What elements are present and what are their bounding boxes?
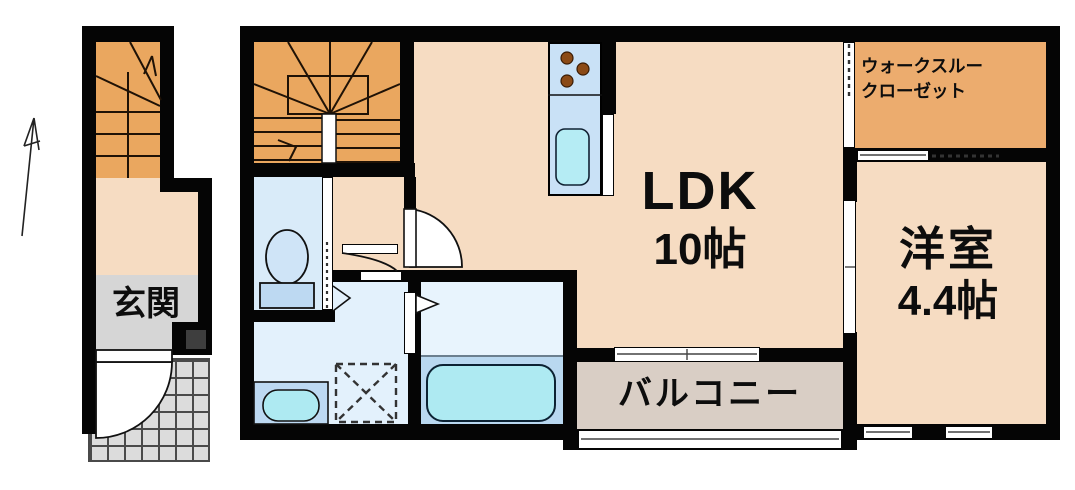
toilet-room xyxy=(254,177,322,310)
wall-kitchen-end xyxy=(602,42,616,114)
balcony-railing xyxy=(577,429,843,450)
bath-door-panel xyxy=(404,292,416,354)
wall-stairs-bottom xyxy=(240,163,415,177)
balcony-label: バルコニー xyxy=(617,375,803,413)
bathroom-upper xyxy=(421,282,563,356)
wall-main-bottom-left xyxy=(240,424,577,440)
balcony-area xyxy=(577,362,843,429)
closet-west-panel xyxy=(843,42,855,148)
western-room-label: 洋室 4.4帖 xyxy=(850,222,1046,326)
wall-balcony-right xyxy=(843,348,857,424)
wall-left-unit-step xyxy=(160,178,212,192)
hall-door-leaf xyxy=(342,244,398,254)
closet-western-sliding-door xyxy=(857,150,929,161)
bathroom-tub-band xyxy=(421,356,563,424)
wall-east-lower xyxy=(843,332,857,362)
washroom-left xyxy=(254,322,333,424)
toilet-pocket-door xyxy=(322,177,333,310)
entrance-porch-tiles xyxy=(88,358,210,462)
left-unit-stairwell xyxy=(96,42,160,178)
wall-left-unit-top xyxy=(82,26,174,42)
washroom-door-opening xyxy=(360,271,402,281)
walkthrough-closet xyxy=(855,42,1046,148)
direction-arrow-icon xyxy=(21,117,41,237)
ldk-size: 10帖 xyxy=(653,224,747,274)
wall-left-unit-right-lower xyxy=(198,192,212,355)
ldk-label: LDK 10帖 xyxy=(540,160,860,276)
balcony-post-left xyxy=(563,424,577,450)
western-window-2 xyxy=(945,426,993,439)
ldk-name: LDK xyxy=(641,161,759,221)
main-stairs-area xyxy=(254,42,400,163)
wall-bath-top xyxy=(408,270,575,282)
closet-line2: クローゼット xyxy=(861,81,966,102)
wall-main-left xyxy=(240,26,254,440)
ldk-balcony-window xyxy=(614,347,760,362)
wall-main-top xyxy=(240,26,1060,42)
entrance-step-block xyxy=(186,330,206,349)
wall-left-unit-right-upper xyxy=(160,26,174,192)
wall-left-unit-left xyxy=(82,26,96,434)
washroom-right xyxy=(333,282,408,424)
closet-line1: ウォークスルー xyxy=(861,56,983,76)
closet-label: ウォークスルー クローゼット xyxy=(861,54,1045,105)
wall-ldk-door-stub xyxy=(404,177,416,209)
wall-toilet-bottom xyxy=(240,310,335,322)
wall-east-upper xyxy=(843,162,857,202)
wall-stairs-right xyxy=(400,42,414,177)
western-size: 4.4帖 xyxy=(897,277,999,325)
wall-bath-right xyxy=(563,270,577,424)
balcony-post-right xyxy=(843,424,857,450)
kitchen-counter-end-panel xyxy=(602,114,614,196)
entrance-label: 玄関 xyxy=(112,285,180,323)
western-window-1 xyxy=(863,426,913,439)
left-unit-hall xyxy=(96,178,198,275)
wall-main-right xyxy=(1046,26,1060,440)
western-name: 洋室 xyxy=(899,223,997,275)
